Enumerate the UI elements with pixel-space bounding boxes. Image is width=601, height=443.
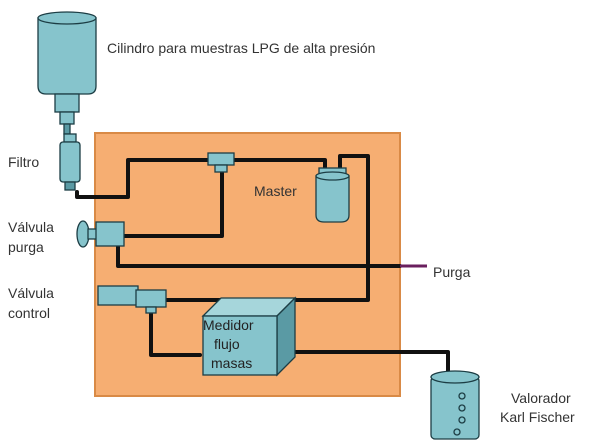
label-master: Master (254, 183, 297, 199)
label-meter-line2: flujo (214, 336, 240, 352)
control-valve (97, 285, 167, 314)
pipe-tee-down-to-purge-valve (118, 164, 224, 238)
label-valorador-line1: Valorador (511, 390, 571, 406)
pipe-tee-to-master (218, 158, 327, 172)
label-meter-line1: Medidor (203, 317, 254, 333)
lpg-sample-cylinder (37, 11, 97, 135)
label-purge: Purga (433, 264, 471, 280)
master-cylinder (315, 167, 350, 223)
label-meter-line3: masas (211, 355, 252, 371)
label-cylinder: Cilindro para muestras LPG de alta presi… (107, 40, 375, 56)
pipe-filter-to-tee (75, 158, 222, 199)
label-purge-valve-line1: Válvula (8, 219, 54, 235)
pipe-purge-valve-down (116, 242, 402, 268)
label-filter: Filtro (8, 154, 39, 170)
label-control-valve-line2: control (8, 305, 50, 321)
purge-valve (76, 220, 125, 248)
filter (59, 133, 81, 191)
tee-fitting (207, 152, 235, 173)
karl-fischer-valorador (430, 370, 480, 440)
pipe-master-return (156, 154, 370, 302)
mass-flow-meter (201, 296, 297, 377)
label-purge-valve-line2: purga (8, 239, 44, 255)
label-valorador-line2: Karl Fischer (500, 409, 575, 425)
label-control-valve-line1: Válvula (8, 285, 54, 301)
pipe-control-valve-to-meter (149, 304, 202, 357)
